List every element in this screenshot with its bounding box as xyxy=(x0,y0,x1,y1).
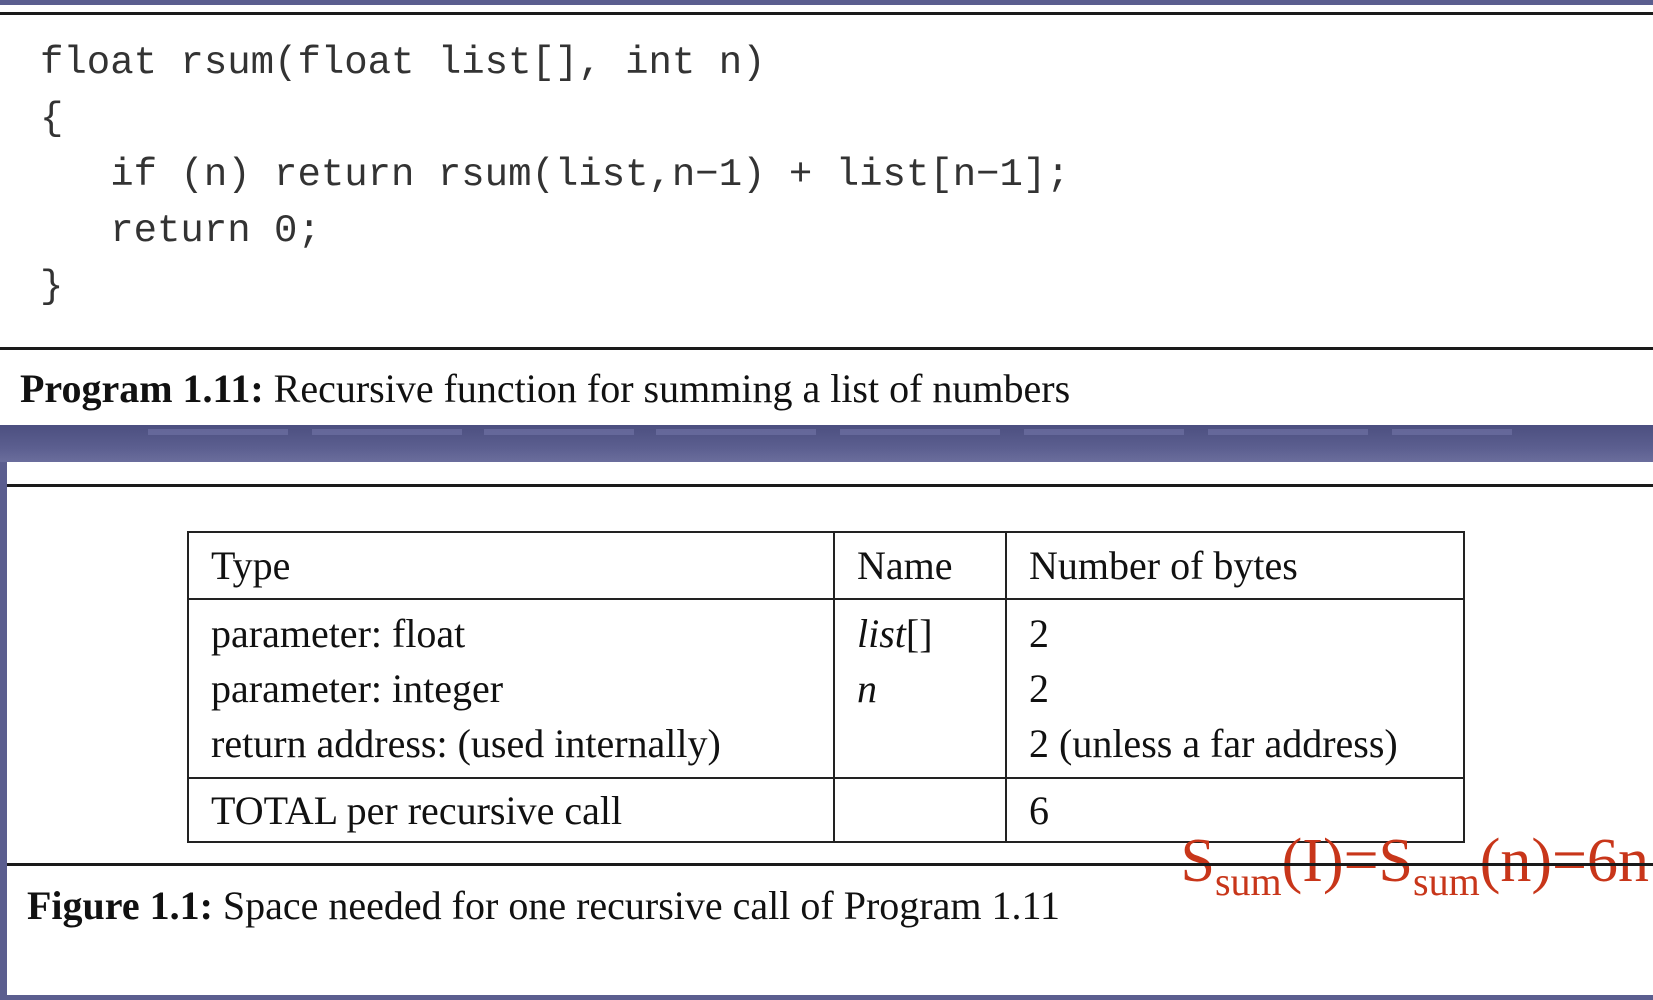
formula-sub1: sum xyxy=(1214,859,1282,904)
band-segment xyxy=(148,429,288,435)
formula-end: (n)=6n xyxy=(1479,827,1649,895)
table-row: return address: (used internally) 2 (unl… xyxy=(187,716,1465,778)
band-segment xyxy=(1208,429,1368,435)
band-segment xyxy=(1392,429,1512,435)
table-header-row: Type Name Number of bytes xyxy=(187,531,1465,600)
caption-text: Space needed for one recursive call of P… xyxy=(212,883,1060,928)
name-italic: list xyxy=(857,611,906,656)
cell-type: return address: (used internally) xyxy=(187,716,835,778)
cell-type: parameter: integer xyxy=(187,661,835,716)
total-name xyxy=(833,777,1007,843)
code-line: return 0; xyxy=(40,209,321,253)
bottom-rule xyxy=(0,347,1653,350)
cell-name: list[] xyxy=(833,599,1007,661)
cell-type: parameter: float xyxy=(187,599,835,661)
cell-bytes: 2 xyxy=(1005,661,1465,716)
formula-mid: (I)=S xyxy=(1281,827,1414,895)
caption-text: Recursive function for summing a list of… xyxy=(263,366,1071,411)
cell-name: n xyxy=(833,661,1007,716)
cell-name xyxy=(833,716,1007,778)
band-segment xyxy=(840,429,1000,435)
table-row: parameter: float list[] 2 xyxy=(187,599,1465,661)
header-bytes: Number of bytes xyxy=(1005,531,1465,600)
header-type: Type xyxy=(187,531,835,600)
total-bytes: 6 xyxy=(1005,777,1465,843)
caption-label: Figure 1.1: xyxy=(27,883,213,928)
name-rest: [] xyxy=(905,611,933,656)
space-table: Type Name Number of bytes parameter: flo… xyxy=(187,531,1465,843)
formula-s1: S xyxy=(1180,827,1215,895)
program-caption: Program 1.11: Recursive function for sum… xyxy=(20,365,1070,412)
program-panel: float rsum(float list[], int n) { if (n) … xyxy=(0,5,1653,425)
bottom-rule xyxy=(7,863,1653,866)
cell-bytes: 2 xyxy=(1005,599,1465,661)
band-segment xyxy=(484,429,634,435)
formula-sub2: sum xyxy=(1413,859,1480,904)
table-row: parameter: integer n 2 xyxy=(187,661,1465,716)
band-segment xyxy=(1024,429,1184,435)
top-rule xyxy=(7,484,1653,487)
space-formula: Ssum(I)=Ssum(n)=6n xyxy=(1180,830,1649,902)
code-listing: float rsum(float list[], int n) { if (n) … xyxy=(40,35,1070,315)
code-line: } xyxy=(40,265,64,309)
table-total-row: TOTAL per recursive call 6 xyxy=(187,777,1465,843)
band-segment xyxy=(312,429,462,435)
total-type: TOTAL per recursive call xyxy=(187,777,835,843)
code-line: if (n) return rsum(list,n−1) + list[n−1]… xyxy=(40,153,1070,197)
band-segment xyxy=(656,429,816,435)
name-italic: n xyxy=(857,666,877,711)
cell-bytes: 2 (unless a far address) xyxy=(1005,716,1465,778)
figure-panel: Type Name Number of bytes parameter: flo… xyxy=(7,462,1653,995)
figure-caption: Figure 1.1: Space needed for one recursi… xyxy=(27,882,1060,929)
top-rule xyxy=(0,12,1653,15)
code-line: { xyxy=(40,97,64,141)
caption-label: Program 1.11: xyxy=(20,366,264,411)
header-name: Name xyxy=(833,531,1007,600)
code-line: float rsum(float list[], int n) xyxy=(40,41,766,85)
